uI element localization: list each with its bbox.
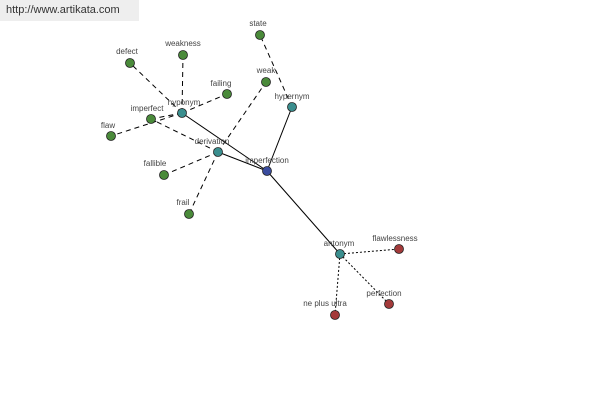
node-imperfection[interactable]: imperfection	[245, 156, 289, 176]
node-label-ne-plus-ultra[interactable]: ne plus ultra	[303, 299, 347, 308]
node-label-flaw[interactable]: flaw	[101, 121, 115, 130]
node-hypernym[interactable]: hypernym	[274, 92, 310, 112]
node-dot-imperfection[interactable]	[262, 166, 272, 176]
node-state[interactable]: state	[249, 19, 267, 40]
node-perfection[interactable]: perfection	[366, 289, 402, 309]
node-label-weakness[interactable]: weakness	[164, 39, 201, 48]
node-dot-weak[interactable]	[261, 77, 271, 87]
node-label-failing[interactable]: failing	[211, 79, 232, 88]
node-dot-perfection[interactable]	[384, 299, 394, 309]
node-dot-state[interactable]	[255, 30, 265, 40]
node-hyponym[interactable]: hyponym	[168, 98, 201, 118]
edge-hyponym-failing	[181, 93, 228, 114]
node-label-perfection[interactable]: perfection	[366, 289, 401, 298]
edge-imperfection-antonym	[266, 170, 341, 255]
edge-antonym-flawlessness	[339, 248, 400, 255]
node-label-weak[interactable]: weak	[256, 66, 277, 75]
watermark: http://www.artikata.com	[0, 0, 139, 21]
graph-nodes: imperfection hyponym derivation hypernym ant…	[101, 19, 418, 320]
node-frail[interactable]: frail	[177, 198, 194, 219]
node-dot-fallible[interactable]	[159, 170, 169, 180]
node-antonym[interactable]: antonym	[324, 239, 355, 259]
node-label-imperfection[interactable]: imperfection	[245, 156, 289, 165]
node-fallible[interactable]: fallible	[144, 159, 169, 180]
edge-imperfection-derivation	[217, 151, 268, 172]
node-weakness[interactable]: weakness	[164, 39, 201, 60]
node-dot-defect[interactable]	[125, 58, 135, 68]
node-dot-flaw[interactable]	[106, 131, 116, 141]
edge-hyponym-weakness	[181, 54, 184, 114]
node-dot-hypernym[interactable]	[287, 102, 297, 112]
node-dot-failing[interactable]	[222, 89, 232, 99]
node-dot-derivation[interactable]	[213, 147, 223, 157]
node-flawlessness[interactable]: flawlessness	[372, 234, 418, 254]
node-dot-weakness[interactable]	[178, 50, 188, 60]
node-flaw[interactable]: flaw	[101, 121, 116, 141]
node-label-antonym[interactable]: antonym	[324, 239, 355, 248]
node-dot-imperfect[interactable]	[146, 114, 156, 124]
node-label-state[interactable]: state	[249, 19, 267, 28]
node-dot-ne-plus-ultra[interactable]	[330, 310, 340, 320]
edge-derivation-fallible	[163, 151, 219, 176]
watermark-url[interactable]: http://www.artikata.com	[6, 4, 120, 16]
node-label-frail[interactable]: frail	[177, 198, 190, 207]
node-dot-antonym[interactable]	[335, 249, 345, 259]
node-weak[interactable]: weak	[256, 66, 277, 87]
node-dot-flawlessness[interactable]	[394, 244, 404, 254]
node-ne-plus-ultra[interactable]: ne plus ultra	[303, 299, 347, 320]
node-defect[interactable]: defect	[116, 47, 139, 68]
node-label-flawlessness[interactable]: flawlessness	[372, 234, 417, 243]
edge-hypernym-state	[259, 34, 293, 108]
node-label-hyponym[interactable]: hyponym	[168, 98, 201, 107]
node-label-derivation[interactable]: derivation	[195, 137, 230, 146]
graph-edges	[110, 34, 400, 316]
node-dot-hyponym[interactable]	[177, 108, 187, 118]
node-dot-frail[interactable]	[184, 209, 194, 219]
node-derivation[interactable]: derivation	[195, 137, 230, 157]
node-label-hypernym[interactable]: hypernym	[274, 92, 309, 101]
node-failing[interactable]: failing	[211, 79, 232, 99]
node-label-defect[interactable]: defect	[116, 47, 139, 56]
edge-hyponym-flaw	[110, 112, 183, 137]
node-imperfect[interactable]: imperfect	[131, 104, 165, 124]
edge-derivation-imperfect	[150, 118, 219, 153]
node-label-imperfect[interactable]: imperfect	[131, 104, 165, 113]
edge-derivation-frail	[188, 151, 219, 215]
edge-imperfection-hypernym	[266, 106, 293, 172]
edge-hyponym-defect	[129, 62, 183, 114]
node-label-fallible[interactable]: fallible	[144, 159, 167, 168]
